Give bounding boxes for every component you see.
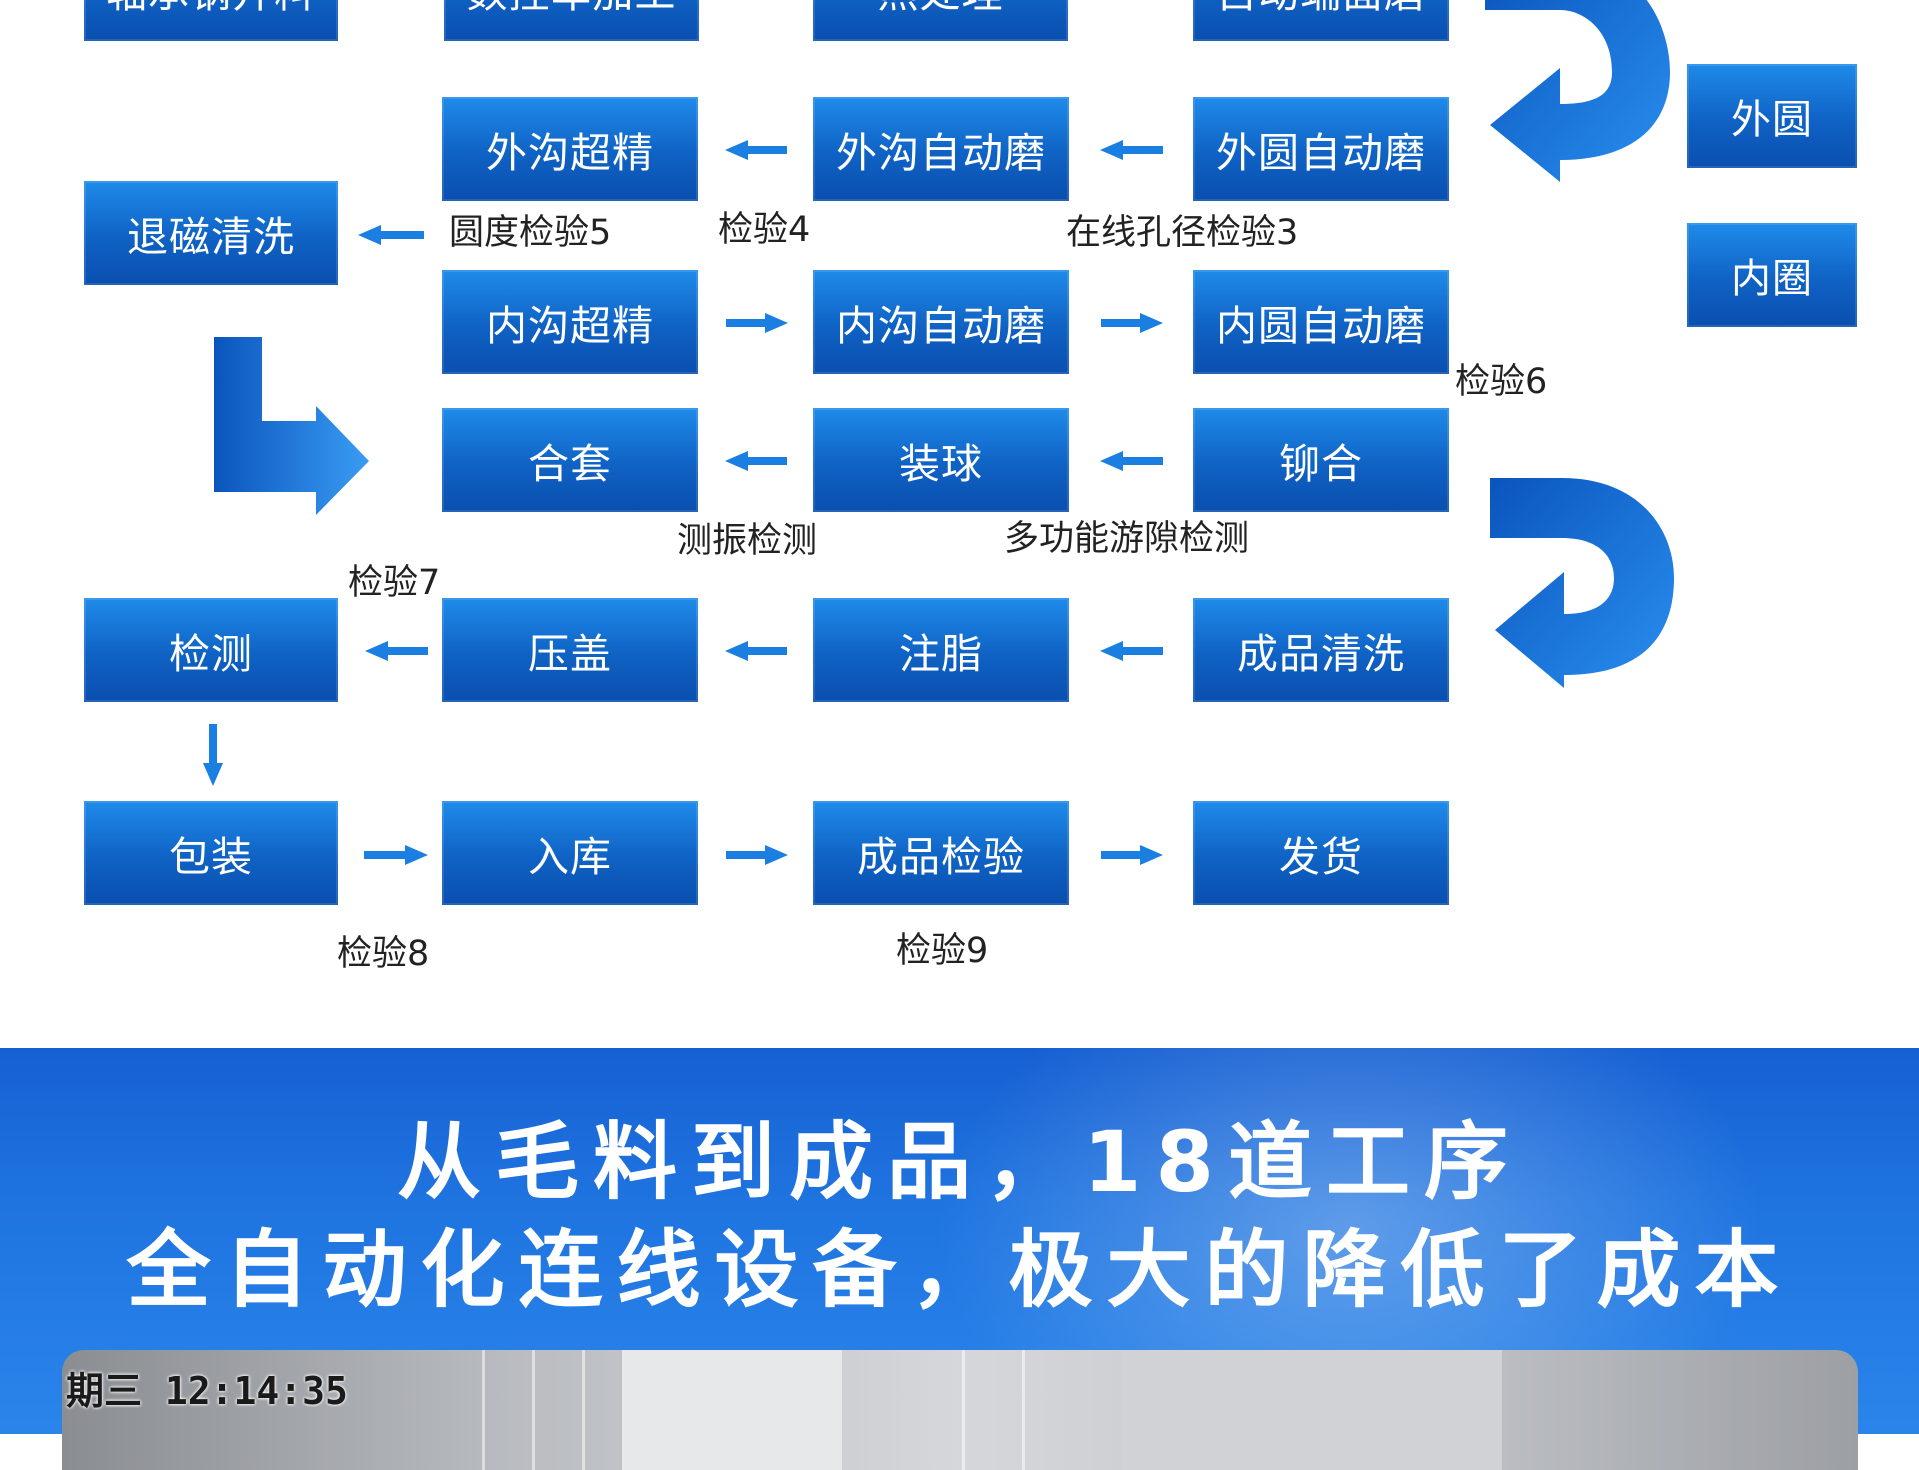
factory-photo: 期三 12:14:35 xyxy=(62,1350,1858,1470)
arrow-down-icon xyxy=(203,724,223,786)
node-bearing-steel-cutting: 轴承钢开料 xyxy=(84,0,338,41)
node-heat-treatment: 热处理 xyxy=(813,0,1068,41)
node-inner-circle-auto-grind: 内圆自动磨 xyxy=(1193,270,1449,374)
node-auto-face-grinding: 自动端面磨 xyxy=(1193,0,1449,41)
arrow-left-icon xyxy=(725,451,787,471)
node-outer-groove-superfinish: 外沟超精 xyxy=(442,97,698,201)
arrow-left-icon xyxy=(365,641,428,661)
node-shipping: 发货 xyxy=(1193,801,1449,905)
arrow-left-icon xyxy=(358,225,424,245)
node-outer-groove-auto-grind: 外沟自动磨 xyxy=(813,97,1069,201)
label-roundness-check-5: 圆度检验5 xyxy=(449,213,612,253)
curved-uturn-arrow-icon xyxy=(1485,0,1670,182)
node-ball-loading: 装球 xyxy=(813,408,1069,512)
node-demagnetize-clean: 退磁清洗 xyxy=(84,181,338,285)
process-flow-diagram: 轴承钢开料 数控车加工 热处理 自动端面磨 外圆 内圈 外沟超精 外沟自动磨 外… xyxy=(84,0,1857,974)
label-check-9: 检验9 xyxy=(896,931,989,971)
l-shaped-arrow-icon xyxy=(214,337,369,515)
tag-inner-ring: 内圈 xyxy=(1687,223,1857,327)
label-online-bore-check-3: 在线孔径检验3 xyxy=(1066,213,1299,253)
label-clearance-test: 多功能游隙检测 xyxy=(1004,519,1250,559)
node-packaging: 包装 xyxy=(84,801,338,905)
arrow-left-icon xyxy=(1100,641,1163,661)
label-check-8: 检验8 xyxy=(337,934,430,974)
node-cnc-turning: 数控车加工 xyxy=(444,0,699,41)
node-inner-groove-auto-grind: 内沟自动磨 xyxy=(813,270,1069,374)
arrow-right-icon xyxy=(364,845,428,865)
curved-uturn-arrow-icon xyxy=(1490,478,1674,688)
arrow-right-icon xyxy=(1101,313,1163,333)
arrow-right-icon xyxy=(726,313,788,333)
arrow-left-icon xyxy=(725,641,787,661)
label-check-4: 检验4 xyxy=(718,210,811,250)
node-inspection: 检测 xyxy=(84,598,338,702)
flow-arrows xyxy=(203,0,1674,865)
node-assembly-set: 合套 xyxy=(442,408,698,512)
node-final-inspection: 成品检验 xyxy=(813,801,1069,905)
node-warehousing: 入库 xyxy=(442,801,698,905)
node-grease-fill: 注脂 xyxy=(813,598,1069,702)
arrow-left-group xyxy=(358,140,1163,661)
arrow-left-icon xyxy=(1100,140,1163,160)
headline-line-1: 从毛料到成品，18道工序 xyxy=(397,1113,1522,1211)
node-riveting: 铆合 xyxy=(1193,408,1449,512)
label-vibration-test: 测振检测 xyxy=(677,521,818,561)
label-check-6: 检验6 xyxy=(1455,362,1548,402)
node-inner-groove-superfinish: 内沟超精 xyxy=(442,270,698,374)
arrow-left-icon xyxy=(1100,451,1163,471)
label-check-7: 检验7 xyxy=(348,563,441,603)
arrow-right-icon xyxy=(726,845,788,865)
arrow-right-icon xyxy=(1101,845,1163,865)
arrow-right-group xyxy=(364,313,1163,865)
node-press-cover: 压盖 xyxy=(442,598,698,702)
tag-outer-ring: 外圆 xyxy=(1687,64,1857,168)
arrow-left-icon xyxy=(725,140,787,160)
headline-line-2: 全自动化连线设备，极大的降低了成本 xyxy=(126,1221,1793,1319)
node-finished-clean: 成品清洗 xyxy=(1193,598,1449,702)
node-outer-circle-auto-grind: 外圆自动磨 xyxy=(1193,97,1449,201)
camera-timestamp: 期三 12:14:35 xyxy=(66,1369,348,1413)
